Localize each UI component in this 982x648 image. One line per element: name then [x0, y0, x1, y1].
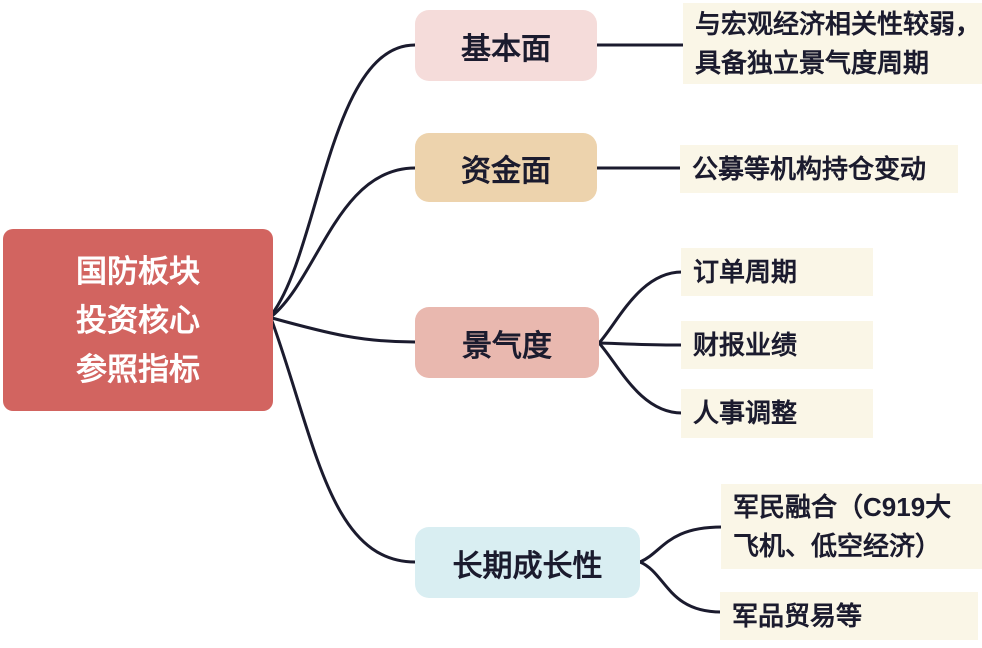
leaf-label-fund-holdings: 公募等机构持仓变动 [692, 154, 927, 184]
branch-label-long-term-growth: 长期成长性 [452, 549, 603, 583]
leaf-node-macro-independence[interactable]: 与宏观经济相关性较弱， 具备独立景气度周期 [683, 3, 982, 84]
edge-root-to-growth [270, 319, 417, 564]
leaf-label-personnel-changes: 人事调整 [693, 398, 798, 428]
edge-growth-to-trade [638, 560, 723, 614]
leaf-label-macro-independence: 与宏观经济相关性较弱， 具备独立景气度周期 [695, 8, 982, 78]
branch-label-capital: 资金面 [461, 154, 551, 188]
leaf-node-military-trade[interactable]: 军品贸易等 [720, 592, 978, 640]
branch-node-prosperity[interactable]: 景气度 [415, 307, 599, 378]
leaf-label-order-cycle: 订单周期 [693, 257, 798, 287]
edge-prosperity-to-orders [597, 270, 684, 345]
leaf-label-military-trade: 军品贸易等 [732, 601, 863, 631]
leaf-node-earnings-reports[interactable]: 财报业绩 [681, 321, 873, 369]
branch-node-capital[interactable]: 资金面 [415, 133, 597, 202]
leaf-label-earnings-reports: 财报业绩 [693, 330, 798, 360]
branch-label-fundamentals: 基本面 [461, 32, 551, 66]
edge-root-to-capital [270, 166, 417, 318]
branch-label-prosperity: 景气度 [462, 329, 552, 363]
leaf-node-civil-military-integration[interactable]: 军民融合（C919大 飞机、低空经济） [721, 484, 982, 569]
leaf-node-personnel-changes[interactable]: 人事调整 [681, 389, 873, 438]
leaf-label-civil-military-integration: 军民融合（C919大 飞机、低空经济） [733, 491, 952, 561]
edge-root-to-prosperity [270, 316, 417, 344]
branch-node-fundamentals[interactable]: 基本面 [415, 10, 597, 81]
leaf-node-fund-holdings[interactable]: 公募等机构持仓变动 [680, 145, 958, 193]
root-node-label: 国防板块 投资核心 参照指标 [76, 253, 200, 387]
root-node[interactable]: 国防板块 投资核心 参照指标 [3, 229, 273, 411]
edge-prosperity-to-earnings [597, 341, 684, 347]
edge-prosperity-to-personnel [597, 341, 684, 415]
edge-root-to-fundamentals [270, 43, 417, 316]
branch-node-long-term-growth[interactable]: 长期成长性 [415, 527, 640, 598]
leaf-node-order-cycle[interactable]: 订单周期 [681, 248, 873, 296]
edge-growth-to-integration [638, 525, 724, 564]
